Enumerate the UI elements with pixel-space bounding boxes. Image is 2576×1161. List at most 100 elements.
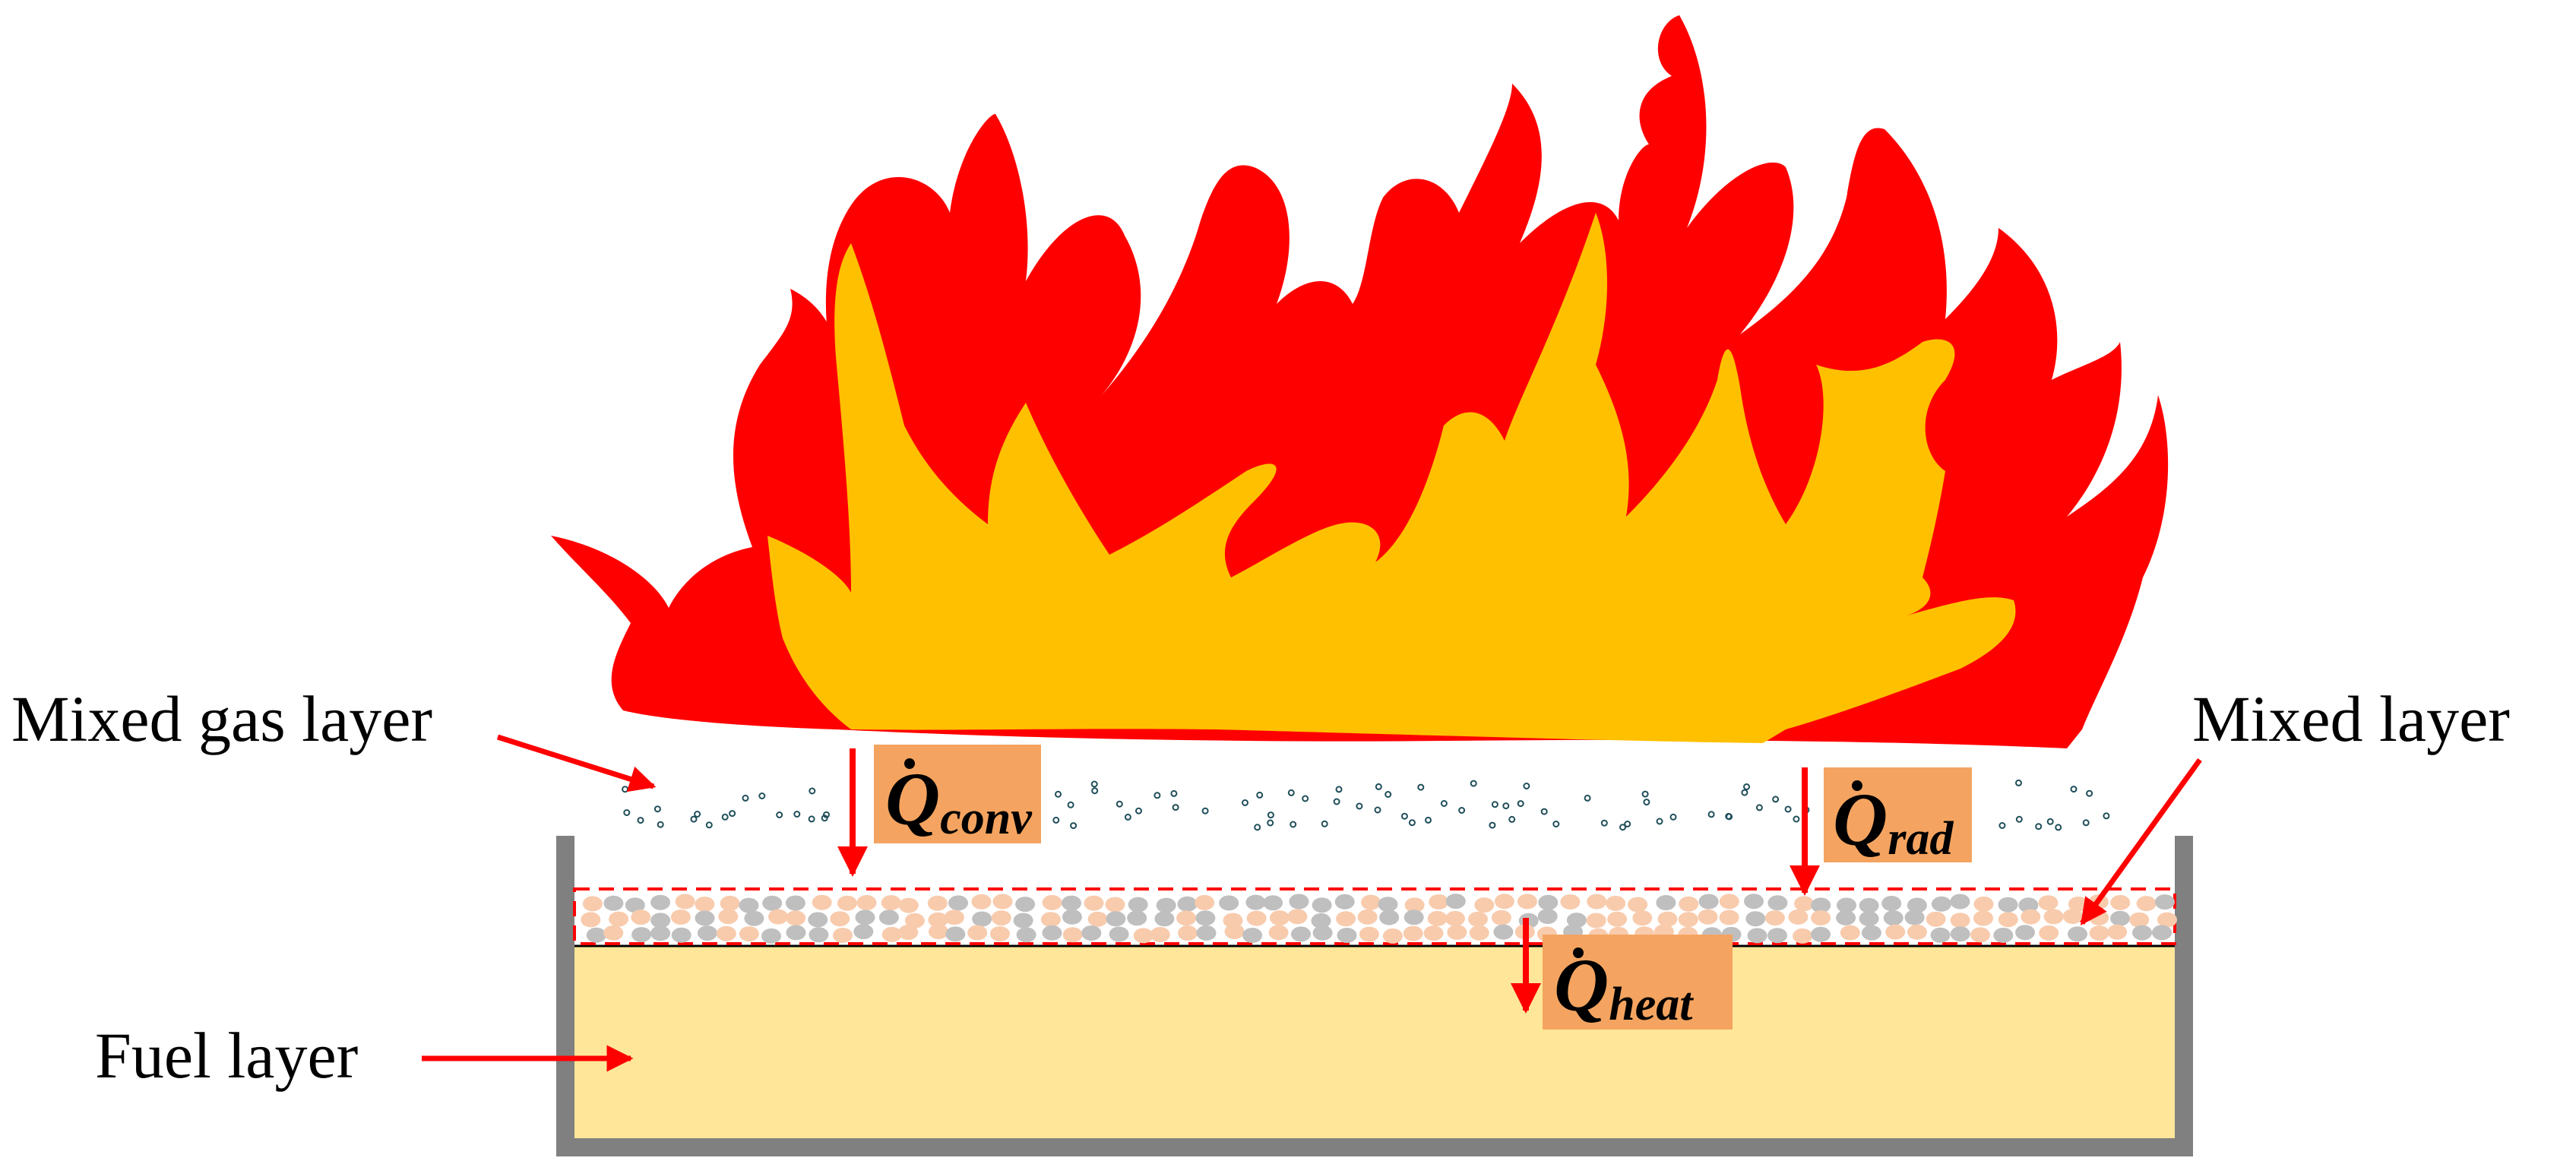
- gas-dot: [2103, 812, 2110, 820]
- q-heat-label: Qheat: [1543, 935, 1733, 1030]
- gas-dot: [1502, 802, 1510, 810]
- gas-dot: [1523, 783, 1530, 789]
- mixed-layer-particle: [2039, 925, 2059, 941]
- gas-dot: [758, 792, 766, 799]
- mixed-layer-particle: [1970, 927, 1990, 943]
- mixed-layer-particle: [1950, 894, 1970, 910]
- mixed-layer-particle: [1587, 894, 1607, 910]
- mixed-layer-particle: [625, 897, 645, 913]
- q-conv-subscript: conv: [940, 792, 1033, 844]
- gas-dot: [1408, 819, 1416, 827]
- mixed-layer-particle: [581, 912, 601, 928]
- gas-dot: [821, 815, 828, 822]
- gas-dot: [622, 786, 629, 793]
- mixed-layer-particle: [1973, 896, 1994, 912]
- mixed-layer-particle: [929, 924, 948, 940]
- mixed-layer-particle: [1016, 927, 1036, 943]
- mixed-layer-particle: [603, 895, 624, 911]
- mixed-layer-particle: [1337, 928, 1357, 943]
- gas-dot: [1725, 812, 1733, 820]
- gas-dot: [1440, 800, 1448, 807]
- gas-dot: [721, 813, 729, 821]
- mixed-layer-particle: [1973, 910, 1993, 926]
- gas-dot: [653, 805, 661, 813]
- mixed-layer-particle: [582, 896, 603, 912]
- gas-dot: [2015, 779, 2022, 786]
- gas-dot: [808, 815, 815, 823]
- mixed-layer-particle: [1312, 925, 1333, 941]
- mixed-layer-particle: [967, 925, 988, 941]
- mixed-layer-particle: [989, 926, 1010, 941]
- gas-dot: [1400, 812, 1408, 820]
- mixed-layer-particle: [695, 910, 715, 926]
- mixed-layer-particle: [785, 895, 805, 911]
- mixed-layer-particle: [1361, 894, 1381, 910]
- gas-dot: [1417, 783, 1425, 791]
- gas-dot: [1254, 824, 1261, 831]
- gas-dot: [1135, 807, 1142, 815]
- mixed-layer-particle: [1628, 897, 1648, 913]
- mixed-gas-dots: [622, 779, 2110, 831]
- gas-dot: [1256, 791, 1264, 799]
- mixed-layer-particle: [1930, 927, 1951, 943]
- gas-dot: [1707, 811, 1715, 818]
- mixed-layer-particle: [671, 927, 691, 943]
- mixed-layer-particle: [2154, 894, 2175, 910]
- inner-flame: [767, 213, 2016, 743]
- mixed-layer-particle: [1084, 895, 1104, 911]
- mixed-layer-particle: [1336, 911, 1356, 927]
- mixed-layer-particle: [762, 895, 783, 911]
- q-heat-dot: [1573, 947, 1584, 958]
- mixed-layer-particle: [856, 895, 877, 910]
- mixed-layer-particle: [1287, 909, 1308, 925]
- gas-dot: [2082, 819, 2090, 827]
- gas-dot: [1091, 787, 1099, 795]
- mixed-layer-particle: [1744, 894, 1764, 910]
- mixed-layer-particle: [945, 926, 966, 942]
- mixed-layer-particle: [2107, 924, 2128, 940]
- gas-dot: [793, 811, 801, 818]
- gas-dot: [1067, 801, 1074, 808]
- mixed-layer-particle: [2110, 894, 2131, 910]
- mixed-layer-particle: [2136, 896, 2157, 912]
- mixed-layer-particle: [1904, 910, 1925, 925]
- mixed-layer-particle: [1764, 910, 1785, 926]
- gas-dot: [2015, 815, 2023, 823]
- gas-dot: [1540, 808, 1548, 815]
- mixed-layer-particle: [1745, 911, 1766, 927]
- mixed-layer-particle: [898, 897, 919, 913]
- mixed-layer-particle: [1950, 913, 1970, 928]
- mixed-layer-particle: [1794, 896, 1815, 912]
- mixed-layer-particle: [898, 925, 919, 941]
- q-conv-dot: [904, 758, 915, 769]
- mixed-layer-particle: [1632, 910, 1653, 926]
- mixed-layer-particle: [1195, 910, 1216, 926]
- gas-dot: [1124, 813, 1131, 821]
- mixed-layer-particle: [1679, 896, 1699, 912]
- gas-dot: [705, 821, 713, 829]
- mixed-layer-particle: [2089, 925, 2109, 941]
- mixed-layer-particle: [1445, 910, 1465, 926]
- mixed-layer-particle: [1196, 925, 1217, 941]
- mixed-layer-particle: [1087, 911, 1108, 927]
- mixed-layer-particle: [972, 911, 992, 927]
- gas-dot: [809, 787, 816, 795]
- gas-dot: [1772, 796, 1780, 803]
- gas-dot: [1287, 789, 1295, 796]
- q-conv-label: Qconv: [874, 745, 1041, 844]
- mixed-layer-particle: [1861, 925, 1881, 941]
- mixed-layer-particle: [2129, 912, 2150, 928]
- mixed-layer-particle: [1950, 926, 1970, 942]
- mixed-layer-particle: [1223, 913, 1243, 928]
- mixed-layer-particle: [1246, 910, 1267, 926]
- gas-dot: [1242, 799, 1248, 806]
- mixed-layer-particle: [948, 895, 968, 911]
- mixed-layer-particle: [1268, 925, 1289, 941]
- gas-dot: [1090, 780, 1098, 788]
- mixed-layer-particle: [650, 913, 671, 928]
- mixed-layer-particle: [2043, 909, 2064, 925]
- mixed-layer-particle: [1081, 925, 1102, 941]
- gas-dot: [1458, 807, 1466, 814]
- gas-dot: [776, 811, 783, 818]
